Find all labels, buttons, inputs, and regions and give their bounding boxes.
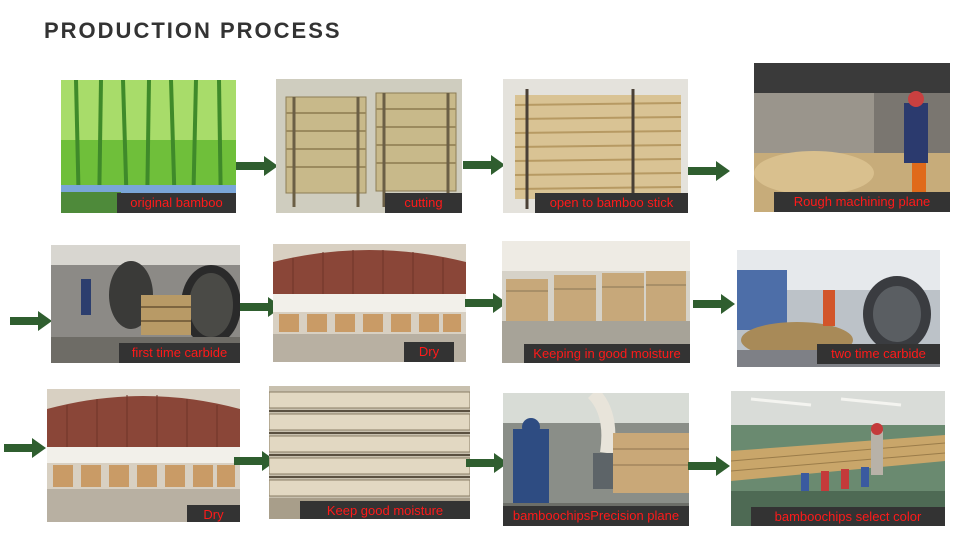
- arrow-right-icon: [466, 453, 508, 473]
- step-dry-1: Dry: [273, 244, 466, 362]
- cut-bamboo-racks-photo: [276, 79, 462, 213]
- step-precision-plane: bamboochipsPrecision plane: [503, 393, 689, 526]
- bamboo-forest-photo: [61, 80, 236, 213]
- arrow-right-icon: [4, 438, 46, 458]
- arrow-right-icon: [10, 311, 52, 331]
- bamboo-sticks-rack-photo: [503, 79, 688, 213]
- page-title: PRODUCTION PROCESS: [44, 18, 342, 43]
- step-cutting: cutting: [276, 79, 462, 213]
- step-keep-good-moisture: Keep good moisture: [269, 386, 470, 519]
- step-dry-2: Dry: [47, 389, 240, 522]
- step-label: Keeping in good moisture: [524, 344, 690, 363]
- step-label: two time carbide: [817, 344, 940, 364]
- arrow-right-icon: [234, 451, 276, 471]
- arrow-right-icon: [688, 456, 730, 476]
- step-original-bamboo: original bamboo: [61, 80, 236, 213]
- step-label: original bamboo: [117, 193, 236, 213]
- arrow-right-icon: [236, 156, 278, 176]
- arrow-right-icon: [240, 297, 282, 317]
- step-label: bamboochipsPrecision plane: [503, 506, 689, 526]
- arrow-right-icon: [693, 294, 735, 314]
- step-label: Dry: [404, 342, 454, 362]
- step-open-to-bamboo-stick: open to bamboo stick: [503, 79, 688, 213]
- step-label: Rough machining plane: [774, 192, 950, 212]
- step-label: Dry: [187, 505, 240, 522]
- drying-kiln-photo: [47, 389, 240, 522]
- step-label: first time carbide: [119, 343, 240, 363]
- step-keeping-in-good-moisture: Keeping in good moisture: [502, 241, 690, 363]
- step-two-time-carbide: two time carbide: [737, 250, 940, 367]
- arrow-right-icon: [463, 155, 505, 175]
- stacked-bamboo-strips-photo: [269, 386, 470, 519]
- step-label: Keep good moisture: [300, 501, 470, 519]
- arrow-right-icon: [465, 293, 507, 313]
- arrow-right-icon: [688, 161, 730, 181]
- workshop-machine-photo: [754, 63, 950, 212]
- step-label: open to bamboo stick: [535, 193, 688, 213]
- step-label: cutting: [385, 193, 462, 213]
- step-label: bamboochips select color: [751, 507, 945, 526]
- step-rough-machining-plane: Rough machining plane: [754, 63, 950, 212]
- color-selection-line-photo: [731, 391, 945, 526]
- step-select-color: bamboochips select color: [731, 391, 945, 526]
- step-first-time-carbide: first time carbide: [51, 245, 240, 363]
